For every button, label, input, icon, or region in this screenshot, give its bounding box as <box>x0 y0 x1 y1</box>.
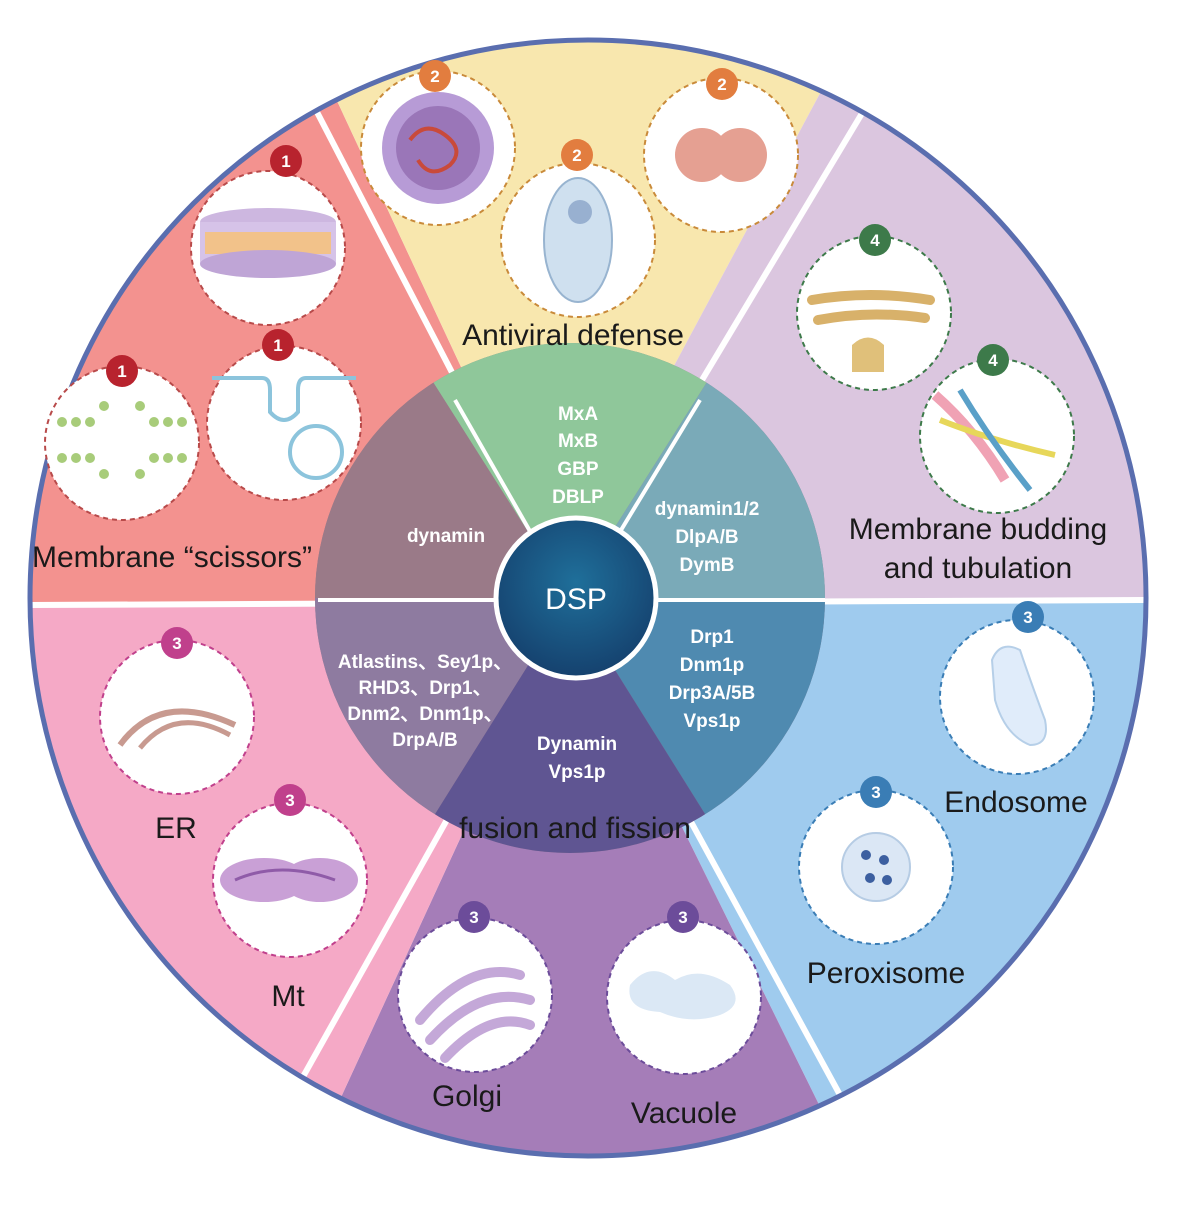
badge: 1 <box>106 355 138 387</box>
protein-label: DlpA/B <box>675 527 738 548</box>
svg-text:1: 1 <box>117 362 126 381</box>
svg-text:3: 3 <box>469 908 478 927</box>
label-golgi: Golgi <box>432 1080 502 1113</box>
svg-text:3: 3 <box>1023 608 1032 627</box>
svg-text:4: 4 <box>988 351 998 370</box>
protein-label: MxB <box>558 431 598 452</box>
svg-text:3: 3 <box>285 791 294 810</box>
label-vacuole: Vacuole <box>631 1097 737 1130</box>
svg-text:4: 4 <box>870 231 880 250</box>
badge: 4 <box>977 344 1009 376</box>
illus-dividing-cell <box>643 77 799 233</box>
illus-protist <box>500 162 656 318</box>
illus-er <box>99 639 255 795</box>
badge: 1 <box>270 145 302 177</box>
illus-bilayer-ring <box>190 170 346 326</box>
illus-vesicle-budding <box>206 345 362 501</box>
title-budding-line1: Membrane budding <box>849 513 1108 546</box>
protein-label: Dnm1p <box>680 655 744 676</box>
center-label: DSP <box>545 583 607 616</box>
protein-label: Drp1 <box>690 627 734 648</box>
badge: 1 <box>262 329 294 361</box>
fusion-proteins-right: Drp1 Dnm1p Drp3A/5B Vps1p <box>669 627 756 732</box>
protein-label: Drp3A/5B <box>669 683 756 704</box>
illus-tubulation <box>919 358 1075 514</box>
label-peroxisome: Peroxisome <box>807 957 965 990</box>
illus-endosome <box>939 619 1095 775</box>
protein-label: GBP <box>557 459 599 480</box>
protein-label: RHD3、Drp1、 <box>358 678 491 699</box>
badge: 4 <box>859 224 891 256</box>
illus-virus <box>360 70 516 226</box>
badge: 3 <box>458 901 490 933</box>
protein-label: DymB <box>680 555 735 576</box>
label-endosome: Endosome <box>944 786 1087 819</box>
protein-label: MxA <box>558 404 598 425</box>
center-circle <box>493 515 659 681</box>
title-fusion: fusion and fission <box>459 812 691 845</box>
label-er: ER <box>155 812 197 845</box>
badge: 3 <box>860 776 892 808</box>
title-antiviral: Antiviral defense <box>462 319 684 352</box>
outer-ring <box>27 37 1149 1159</box>
svg-text:3: 3 <box>172 634 181 653</box>
label-mt: Mt <box>271 980 305 1013</box>
title-budding-line2: and tubulation <box>884 552 1073 585</box>
protein-label: Atlastins、Sey1p、 <box>338 652 512 673</box>
svg-text:3: 3 <box>678 908 687 927</box>
illus-peroxisome <box>798 789 954 945</box>
protein-label: Dnm2、Dnm1p、 <box>347 704 502 725</box>
illus-mitochondria <box>212 802 368 958</box>
antiviral-proteins: MxA MxB GBP DBLP <box>552 404 604 508</box>
protein-label: DBLP <box>552 487 604 508</box>
protein-label: DrpA/B <box>392 730 457 751</box>
svg-text:2: 2 <box>717 75 726 94</box>
protein-label: dynamin <box>407 526 485 547</box>
badge: 3 <box>274 784 306 816</box>
title-scissors: Membrane “scissors” <box>32 541 312 574</box>
fusion-proteins-left: Atlastins、Sey1p、 RHD3、Drp1、 Dnm2、Dnm1p、 … <box>338 652 512 751</box>
protein-label: Vps1p <box>548 762 605 783</box>
badge: 2 <box>561 139 593 171</box>
fusion-proteins-bottom: Dynamin Vps1p <box>537 734 617 783</box>
svg-text:1: 1 <box>281 152 290 171</box>
svg-text:3: 3 <box>871 783 880 802</box>
protein-label: dynamin1/2 <box>655 499 760 520</box>
badge: 2 <box>706 68 738 100</box>
illus-golgi <box>397 917 553 1073</box>
protein-label: Vps1p <box>683 711 740 732</box>
badges: 1 1 1 2 2 2 4 4 3 3 3 3 3 3 <box>106 60 1044 933</box>
badge: 3 <box>667 901 699 933</box>
svg-text:1: 1 <box>273 336 282 355</box>
illus-golgi-stack <box>796 235 952 391</box>
svg-text:2: 2 <box>430 67 439 86</box>
illus-lipid-pore <box>44 365 200 521</box>
badge: 2 <box>419 60 451 92</box>
illus-vacuole <box>606 919 762 1075</box>
budding-proteins: dynamin1/2 DlpA/B DymB <box>655 499 760 576</box>
svg-text:2: 2 <box>572 146 581 165</box>
protein-label: Dynamin <box>537 734 617 755</box>
badge: 3 <box>161 627 193 659</box>
badge: 3 <box>1012 601 1044 633</box>
